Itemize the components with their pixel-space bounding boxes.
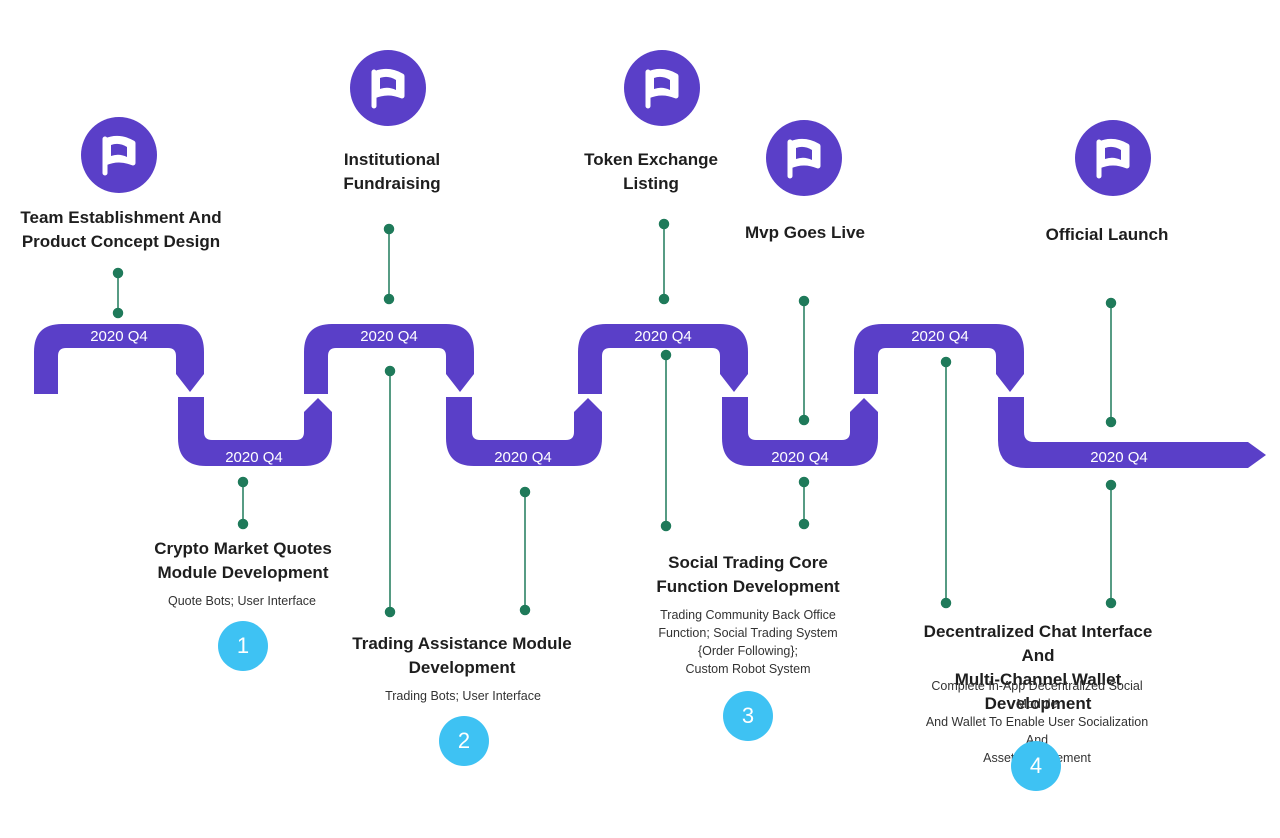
quarter-label-4: 2020 Q4	[494, 449, 552, 466]
top-milestone-title-3: Token Exchange Listing	[584, 150, 718, 193]
track-segment-down-1	[178, 397, 332, 466]
flag-icon	[81, 117, 157, 193]
step-number-badge-1: 1	[218, 621, 268, 671]
connector-top-3	[658, 218, 670, 305]
connector-top-5	[1105, 297, 1117, 428]
top-milestone-title-2: Institutional Fundraising	[343, 150, 441, 193]
top-milestone-title-4: Mvp Goes Live	[745, 223, 865, 242]
bottom-milestone-desc-1: Quote Bots; User Interface	[168, 594, 316, 608]
flag-icon	[350, 50, 426, 126]
bottom-milestone-title-2: Trading Assistance Module Development	[352, 634, 572, 677]
bottom-milestone-desc-3: Trading Community Back Office Function; …	[658, 608, 838, 676]
top-milestone-title-1: Team Establishment And Product Concept D…	[20, 208, 222, 251]
quarter-label-6: 2020 Q4	[771, 449, 829, 466]
track-segment-down-2	[446, 397, 602, 466]
connector-top-1	[112, 267, 124, 319]
connector-top-2	[383, 223, 395, 305]
quarter-label-7: 2020 Q4	[911, 328, 969, 345]
connector-bottom-2b	[519, 486, 531, 616]
flag-icon	[766, 120, 842, 196]
timeline-track	[34, 324, 1266, 468]
track-segment-up-4	[854, 324, 1024, 394]
quarter-label-5: 2020 Q4	[634, 328, 692, 345]
connector-bottom-3a	[660, 349, 672, 532]
step-number-badge-3: 3	[723, 691, 773, 741]
bottom-milestone-title-3: Social Trading Core Function Development	[656, 553, 840, 596]
track-segment-down-3	[722, 397, 878, 466]
top-milestone-title-5: Official Launch	[1045, 225, 1169, 244]
track-segment-up-1	[34, 324, 204, 394]
quarter-label-3: 2020 Q4	[360, 328, 418, 345]
quarter-label-2: 2020 Q4	[225, 449, 283, 466]
connector-bottom-3b	[798, 476, 810, 530]
track-segment-up-3	[578, 324, 748, 394]
connector-bottom-4a	[940, 356, 952, 609]
bottom-milestone-title-4: Decentralized Chat Interface And Multi-C…	[923, 622, 1153, 713]
flag-icon	[1075, 120, 1151, 196]
connector-bottom-2a	[384, 365, 396, 618]
track-final-arrow	[998, 397, 1266, 468]
flag-icon	[624, 50, 700, 126]
track-segment-up-2	[304, 324, 474, 394]
connector-bottom-4b	[1105, 479, 1117, 609]
connector-top-4	[798, 295, 810, 426]
bottom-milestone-desc-2: Trading Bots; User Interface	[385, 689, 541, 703]
connectors	[112, 218, 1117, 618]
quarter-label-1: 2020 Q4	[90, 328, 148, 345]
quarter-label-8: 2020 Q4	[1090, 449, 1148, 466]
step-number-badge-4: 4	[1011, 741, 1061, 791]
quarter-labels: 2020 Q4 2020 Q4 2020 Q4 2020 Q4 2020 Q4 …	[90, 328, 1148, 466]
step-number-badge-2: 2	[439, 716, 489, 766]
bottom-milestone-title-1: Crypto Market Quotes Module Development	[154, 539, 332, 582]
connector-bottom-1	[237, 476, 249, 530]
